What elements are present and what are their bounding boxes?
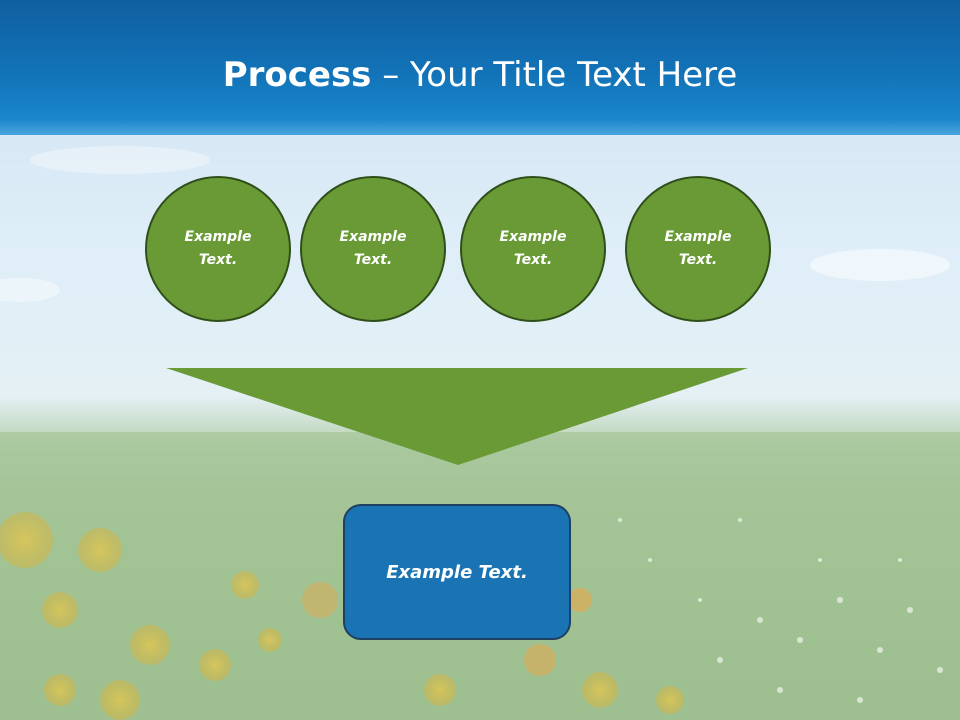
result-box: Example Text.	[343, 504, 571, 640]
slide-title: Process – Your Title Text Here	[0, 52, 960, 98]
cloud	[0, 278, 60, 302]
step-label-line1: Example	[664, 229, 732, 245]
step-label-line2: Text.	[353, 252, 393, 268]
yellow-flowers	[0, 512, 684, 720]
title-bold: Process	[222, 55, 372, 95]
step-label-line2: Text.	[678, 252, 718, 268]
cloud	[810, 249, 950, 281]
cloud	[30, 146, 210, 174]
step-label-line1: Example	[339, 229, 407, 245]
funnel-triangle	[166, 368, 748, 465]
funnel-arrow	[166, 368, 748, 465]
step-label-line1: Example	[499, 229, 567, 245]
title-rest: – Your Title Text Here	[371, 55, 738, 95]
white-flowers	[618, 518, 943, 703]
step-label-line1: Example	[184, 229, 252, 245]
step-label-line2: Text.	[198, 252, 238, 268]
title-band	[0, 0, 960, 135]
step-label-line2: Text.	[513, 252, 553, 268]
result-label: Example Text.	[386, 561, 528, 583]
